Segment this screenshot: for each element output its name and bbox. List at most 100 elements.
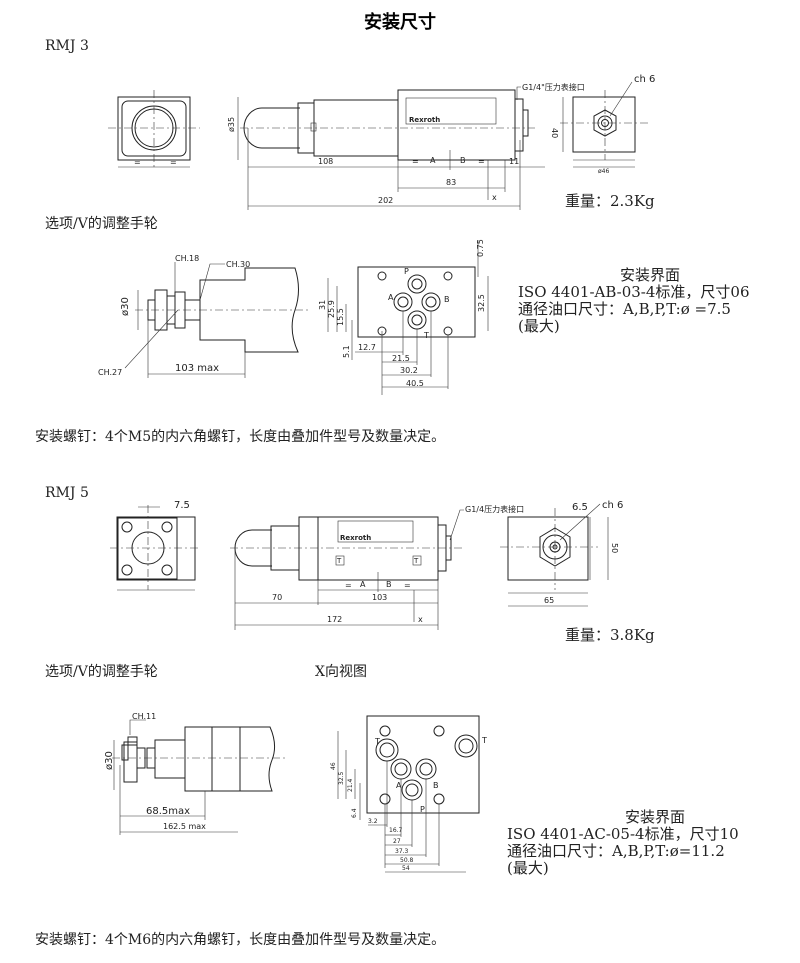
rmj3-option-title: 选项/V的调整手轮 — [45, 216, 158, 232]
eq-mark: = — [134, 158, 141, 167]
dim-31: 31 — [318, 300, 327, 310]
page-title: 安装尺寸 — [364, 11, 436, 33]
spec-line-2: 通径油口尺寸：A,B,P,T:ø =7.5 — [518, 300, 731, 318]
dim-32-5: 32.5 — [477, 294, 486, 312]
dim-5-1: 5.1 — [342, 345, 351, 358]
rmj5-weight: 重量：3.8Kg — [565, 626, 655, 644]
rmj3-weight: 重量：2.3Kg — [565, 192, 655, 210]
x-label: x — [418, 615, 423, 624]
t-mark: T — [413, 557, 419, 565]
port-b-label: B — [460, 156, 466, 165]
dim-21-5: 21.5 — [392, 354, 410, 363]
ch11-label: CH.11 — [132, 712, 156, 721]
wheel-length-1: 68.5max — [146, 806, 190, 817]
dim-50-8: 50.8 — [400, 857, 414, 864]
dim-50: 50 — [610, 543, 619, 553]
dim-46: ø46 — [598, 168, 609, 175]
rmj5-side-view: Rexroth T T G1/4压力表接口 = A B = x 70 103 1… — [230, 504, 524, 630]
port-a-label: A — [360, 580, 366, 589]
eq-mark: = — [412, 157, 419, 166]
eq-mark: = — [404, 581, 411, 590]
dim-70: 70 — [272, 593, 282, 602]
ch18-label: CH.18 — [175, 254, 199, 263]
wheel-length-2: 162.5 max — [163, 822, 206, 831]
brand-logo: Rexroth — [409, 116, 440, 124]
dim-6-5: 6.5 — [572, 502, 588, 513]
rmj5-interface-drawing: T T A B P 46 32.5 21.4 6.4 3.2 16.7 27 3… — [330, 715, 487, 873]
ch27-label: CH.27 — [98, 368, 122, 377]
port-t2-label: T — [481, 736, 487, 745]
dim-40-5: 40.5 — [406, 379, 424, 388]
port-a-label: A — [388, 293, 394, 302]
dim-15-5: 15.5 — [336, 308, 345, 326]
dim-21-4: 21.4 — [347, 778, 354, 792]
port-b-label: B — [444, 295, 450, 304]
ch-label: ch 6 — [602, 500, 623, 511]
port-t-label: T — [423, 331, 429, 340]
rmj3-handwheel-drawing: ø30 CH.18 CH.30 CH.27 103 max — [98, 254, 310, 378]
spec-line-2: 通径油口尺寸：A,B,P,T:ø=11.2 — [507, 842, 725, 860]
port-b-label: B — [433, 781, 439, 790]
dim-108: 108 — [318, 157, 333, 166]
dim-6-4: 6.4 — [351, 808, 358, 818]
rmj5-model-label: RMJ 5 — [45, 485, 89, 501]
dim-32-5: 32.5 — [338, 771, 345, 785]
gauge-port-label: G1/4"压力表接口 — [522, 82, 585, 92]
rmj3-model-label: RMJ 3 — [45, 38, 89, 54]
rmj5-interface-spec: 安装界面 ISO 4401-AC-05-4标准，尺寸10 通径油口尺寸：A,B,… — [507, 808, 739, 877]
rmj3-interface-drawing: P A B T 31 25.9 15.5 5.1 12.7 21.5 30.2 … — [318, 239, 489, 395]
ch30-label: CH.30 — [226, 260, 250, 269]
dim-46: 46 — [330, 762, 337, 770]
wheel-diameter: ø30 — [120, 297, 131, 316]
rmj3-screw-note: 安装螺钉：4个M5的内六角螺钉，长度由叠加件型号及数量决定。 — [35, 429, 445, 445]
dim-37-3: 37.3 — [395, 848, 409, 855]
rmj5-option-title: 选项/V的调整手轮 — [45, 664, 158, 680]
spec-heading: 安装界面 — [625, 808, 685, 826]
rmj3-end-view-right: ch 6 40 ø46 — [550, 74, 655, 175]
gauge-port-label: G1/4压力表接口 — [465, 504, 524, 514]
port-p-label: P — [404, 267, 409, 276]
eq-mark: = — [478, 157, 485, 166]
dim-83: 83 — [446, 178, 456, 187]
dim-172: 172 — [327, 615, 342, 624]
spec-line-3: (最大) — [518, 317, 560, 335]
wheel-length: 103 max — [175, 363, 219, 374]
dim-diameter: ø35 — [227, 117, 236, 132]
port-a-label: A — [430, 156, 436, 165]
rmj5-handwheel-drawing: ø30 CH.11 68.5max 162.5 max — [104, 712, 285, 835]
port-a-label: A — [396, 781, 402, 790]
rmj3-interface-spec: 安装界面 ISO 4401-AB-03-4标准，尺寸06 通径油口尺寸：A,B,… — [518, 266, 750, 335]
dim-65: 65 — [544, 596, 554, 605]
spec-line-3: (最大) — [507, 859, 549, 877]
x-view-title: X向视图 — [315, 664, 367, 680]
spec-line-1: ISO 4401-AB-03-4标准，尺寸06 — [518, 283, 750, 301]
rmj3-side-view: Rexroth ø35 108 = A B = x 11 83 202 G1/4… — [227, 82, 585, 210]
spec-heading: 安装界面 — [620, 266, 680, 284]
dim-27: 27 — [393, 838, 401, 845]
rmj5-end-view-left: 7.5 — [110, 500, 200, 591]
dim-40: 40 — [550, 128, 559, 138]
dim-16-7: 16.7 — [389, 827, 403, 834]
spec-line-1: ISO 4401-AC-05-4标准，尺寸10 — [507, 825, 739, 843]
dim-54: 54 — [402, 865, 410, 872]
rmj5-end-view-right: ch 6 6.5 50 65 — [500, 500, 623, 607]
dim-202: 202 — [378, 196, 393, 205]
rmj3-end-view-left: = = — [108, 90, 200, 168]
eq-mark: = — [345, 581, 352, 590]
port-b-label: B — [386, 580, 392, 589]
dim-3-2: 3.2 — [368, 818, 378, 825]
dim-7-5: 7.5 — [174, 500, 190, 511]
dim-103: 103 — [372, 593, 387, 602]
wheel-diameter: ø30 — [104, 751, 115, 770]
dim-0-75: 0.75 — [476, 239, 485, 257]
dim-12-7: 12.7 — [358, 343, 376, 352]
x-label: x — [492, 193, 497, 202]
t-mark: T — [336, 557, 342, 565]
dim-30-2: 30.2 — [400, 366, 418, 375]
port-t1-label: T — [374, 737, 380, 746]
dim-25-9: 25.9 — [327, 300, 336, 318]
dim-11: 11 — [509, 157, 519, 166]
port-p-label: P — [420, 805, 425, 814]
rmj5-screw-note: 安装螺钉：4个M6的内六角螺钉，长度由叠加件型号及数量决定。 — [35, 932, 445, 948]
